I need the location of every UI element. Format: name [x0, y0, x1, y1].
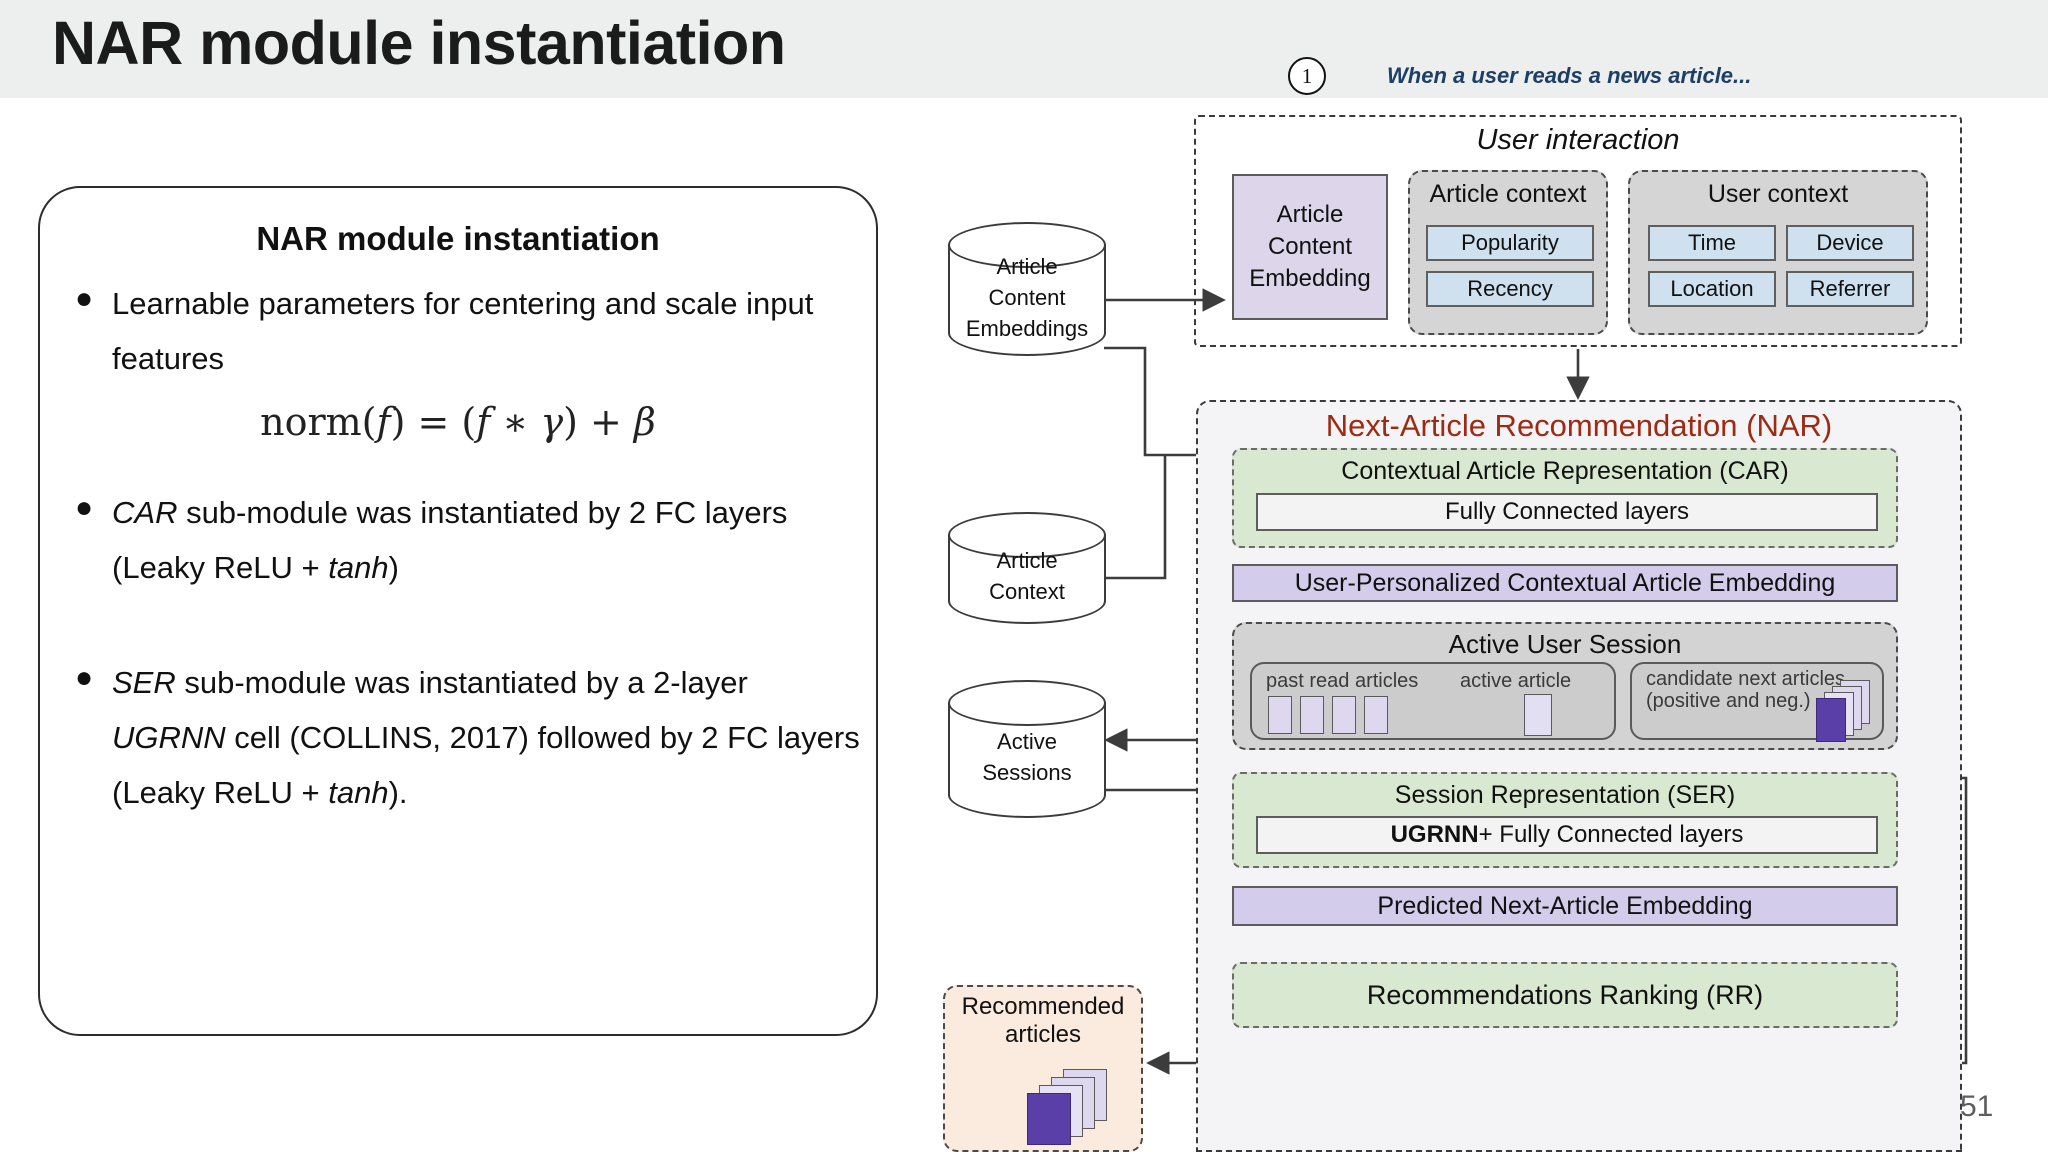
- chip-device: Device: [1786, 225, 1914, 261]
- article-card: [1332, 696, 1356, 734]
- bullet-dot-icon: ●: [74, 282, 94, 315]
- page-number: 51: [1960, 1090, 1994, 1123]
- list-item: ● Learnable parameters for centering and…: [56, 276, 866, 386]
- block-line: Article: [1276, 201, 1344, 228]
- bullet-text: CAR sub-module was instantiated by 2 FC …: [112, 495, 788, 585]
- recommended-articles-line2: articles: [1004, 1021, 1082, 1048]
- recommendations-ranking-title: Recommendations Ranking (RR): [1366, 979, 1764, 1010]
- recommended-articles-title: Recommended articles: [945, 993, 1141, 1049]
- bullet-dot-icon: ●: [74, 661, 94, 694]
- chip-referrer: Referrer: [1786, 271, 1914, 307]
- car-block: Contextual Article Representation (CAR) …: [1232, 448, 1898, 548]
- article-card: [1364, 696, 1388, 734]
- past-read-articles-label: past read articles: [1266, 670, 1419, 692]
- formula-paren-open: (: [361, 400, 377, 444]
- car-title: Contextual Article Representation (CAR): [1341, 457, 1789, 485]
- formula-fn: norm: [260, 400, 362, 444]
- datastore-label: Article Context: [948, 512, 1106, 624]
- candidate-next-articles-subgroup: candidate next articles (positive and ne…: [1630, 662, 1884, 742]
- recommended-articles-line1: Recommended: [961, 993, 1125, 1020]
- ser-block: Session Representation (SER) UGRNN + Ful…: [1232, 772, 1898, 868]
- formula-paren2-close: ): [563, 400, 578, 444]
- datastore-line: Article: [996, 253, 1058, 279]
- recommended-card-top: [1027, 1093, 1071, 1145]
- chip-popularity: Popularity: [1426, 225, 1594, 261]
- candidate-articles-label-line2: (positive and neg.): [1646, 690, 1811, 712]
- recommended-articles-box: Recommended articles: [943, 985, 1143, 1152]
- nar-title: Next-Article Recommendation (NAR): [1325, 408, 1833, 443]
- recommendations-ranking-block: Recommendations Ranking (RR): [1232, 962, 1898, 1028]
- datastore-line: Context: [989, 579, 1065, 604]
- norm-formula: norm(f) = (f ∗ γ) + β: [40, 400, 876, 444]
- active-user-session-group: Active User Session past read articles a…: [1232, 622, 1898, 750]
- formula-multiply: ∗: [502, 400, 529, 444]
- formula-paren-close: ): [390, 400, 406, 444]
- page-title: NAR module instantiation: [52, 9, 786, 77]
- ser-ugrnn-rest: + Fully Connected layers: [1478, 821, 1744, 848]
- user-context-group: User context Time Device Location Referr…: [1628, 170, 1928, 335]
- formula-beta: β: [633, 400, 656, 444]
- formula-f1: f: [376, 400, 391, 444]
- candidate-articles-label-line1: candidate next articles: [1646, 668, 1846, 690]
- article-card: [1300, 696, 1324, 734]
- card-title: NAR module instantiation: [256, 220, 660, 257]
- active-user-session-title: Active User Session: [1448, 629, 1682, 659]
- user-personalized-contextual-article-embedding: User-Personalized Contextual Article Emb…: [1232, 564, 1898, 602]
- formula-f2: f: [476, 400, 491, 444]
- chip-recency: Recency: [1426, 271, 1594, 307]
- article-content-embedding-block: Article Content Embedding: [1232, 174, 1388, 320]
- ser-ugrnn-layers: UGRNN + Fully Connected layers: [1256, 816, 1878, 854]
- datastore-label: Article Content Embeddings: [948, 222, 1106, 356]
- formula-paren2-open: (: [461, 400, 477, 444]
- past-read-articles-subgroup: past read articles active article: [1250, 662, 1616, 740]
- block-line: Content: [1267, 233, 1353, 260]
- nar-group: Next-Article Recommendation (NAR) Contex…: [1196, 400, 1962, 1152]
- datastore-active-sessions: Active Sessions: [948, 680, 1106, 818]
- content-card: NAR module instantiation ● Learnable par…: [38, 186, 878, 1036]
- cylinder-top: [948, 222, 1106, 268]
- datastore-line: Embeddings: [965, 315, 1089, 341]
- datastore-label: Active Sessions: [948, 680, 1106, 818]
- block-line: Embedding: [1249, 265, 1371, 292]
- user-interaction-title: User interaction: [1476, 124, 1680, 156]
- step-marker-1-icon: 1: [1288, 57, 1326, 95]
- bullet-text: Learnable parameters for centering and s…: [112, 286, 814, 376]
- article-context-group: Article context Popularity Recency: [1408, 170, 1608, 335]
- formula-equals: =: [417, 400, 450, 444]
- caption-note: When a user reads a news article...: [1387, 63, 1752, 88]
- chip-time: Time: [1648, 225, 1776, 261]
- header-band: [0, 0, 2048, 98]
- active-article-label: active article: [1460, 670, 1572, 692]
- predicted-next-article-embedding: Predicted Next-Article Embedding: [1232, 886, 1898, 926]
- list-item: ● CAR sub-module was instantiated by 2 F…: [56, 485, 866, 595]
- formula-gamma: γ: [540, 400, 564, 444]
- datastore-line: Sessions: [982, 760, 1072, 785]
- car-fully-connected-layers: Fully Connected layers: [1256, 493, 1878, 531]
- datastore-line: Active: [997, 729, 1057, 754]
- article-context-title: Article context: [1429, 180, 1587, 208]
- list-item: ● SER sub-module was instantiated by a 2…: [56, 655, 866, 820]
- user-context-title: User context: [1707, 180, 1849, 208]
- cylinder-top: [948, 680, 1106, 726]
- bullet-dot-icon: ●: [74, 491, 94, 524]
- ser-title: Session Representation (SER): [1394, 781, 1736, 809]
- formula-plus: +: [589, 400, 622, 444]
- cylinder-top: [948, 512, 1106, 558]
- datastore-article-content-embeddings: Article Content Embeddings: [948, 222, 1106, 356]
- datastore-line: Content: [988, 284, 1066, 310]
- chip-location: Location: [1648, 271, 1776, 307]
- article-card: [1268, 696, 1292, 734]
- candidate-card-selected: [1816, 698, 1846, 742]
- ser-ugrnn-bold: UGRNN: [1390, 821, 1479, 848]
- active-article-card: [1524, 694, 1552, 736]
- datastore-article-context: Article Context: [948, 512, 1106, 624]
- bullet-text: SER sub-module was instantiated by a 2-l…: [112, 665, 860, 810]
- user-interaction-group: User interaction Article Content Embeddi…: [1194, 115, 1962, 347]
- datastore-line: Article: [996, 548, 1058, 573]
